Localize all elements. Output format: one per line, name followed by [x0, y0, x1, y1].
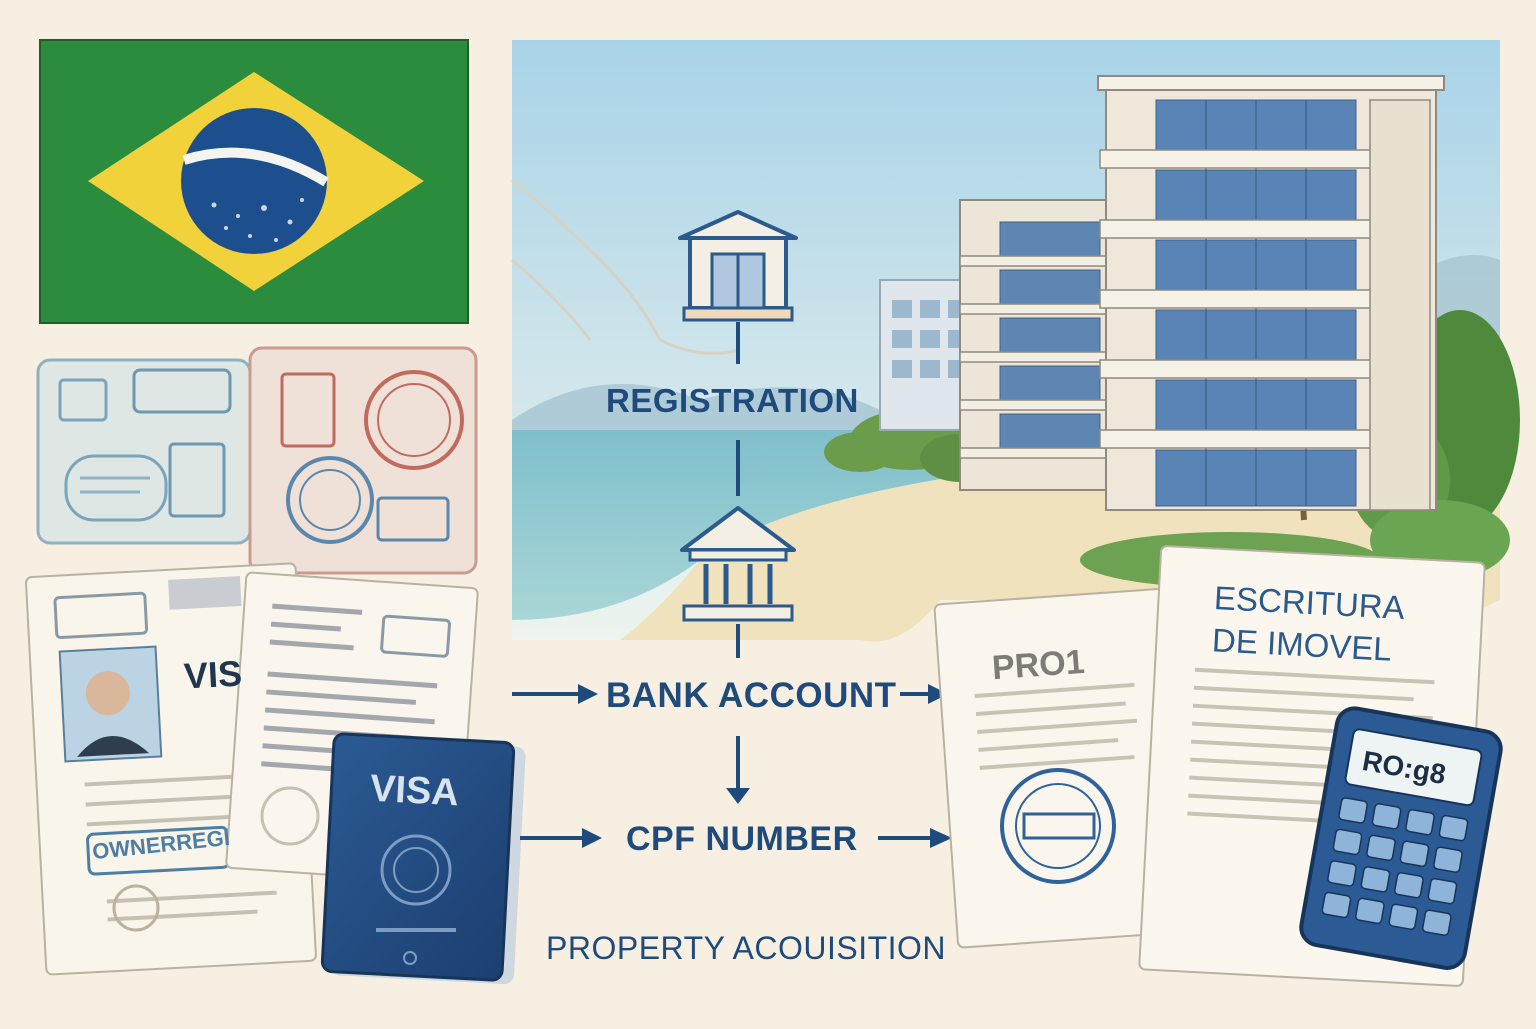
- stamp-page-red: [248, 346, 478, 575]
- calculator-icon: [1299, 706, 1503, 970]
- stamp-page-blue: [36, 358, 252, 545]
- cpf-number-label: CPF NUMBER: [626, 820, 858, 858]
- bank-icon: [680, 506, 796, 622]
- brazil-flag: [39, 39, 469, 324]
- bank-account-label: BANK ACCOUNT: [606, 676, 897, 715]
- passport-visa-label: VISA: [368, 767, 460, 815]
- flow-connectors: [512, 322, 952, 848]
- contract-document: [933, 587, 1195, 949]
- apartment-buildings: [879, 75, 1445, 511]
- courthouse-icon: [678, 210, 798, 322]
- registration-label: REGISTRATION: [606, 382, 859, 419]
- contract-title: PRO1: [990, 642, 1086, 688]
- property-acquisition-label: PROPERTY ACOUISITION: [546, 930, 947, 966]
- visa-card-label: VIS: [182, 652, 244, 697]
- passport: [320, 732, 526, 985]
